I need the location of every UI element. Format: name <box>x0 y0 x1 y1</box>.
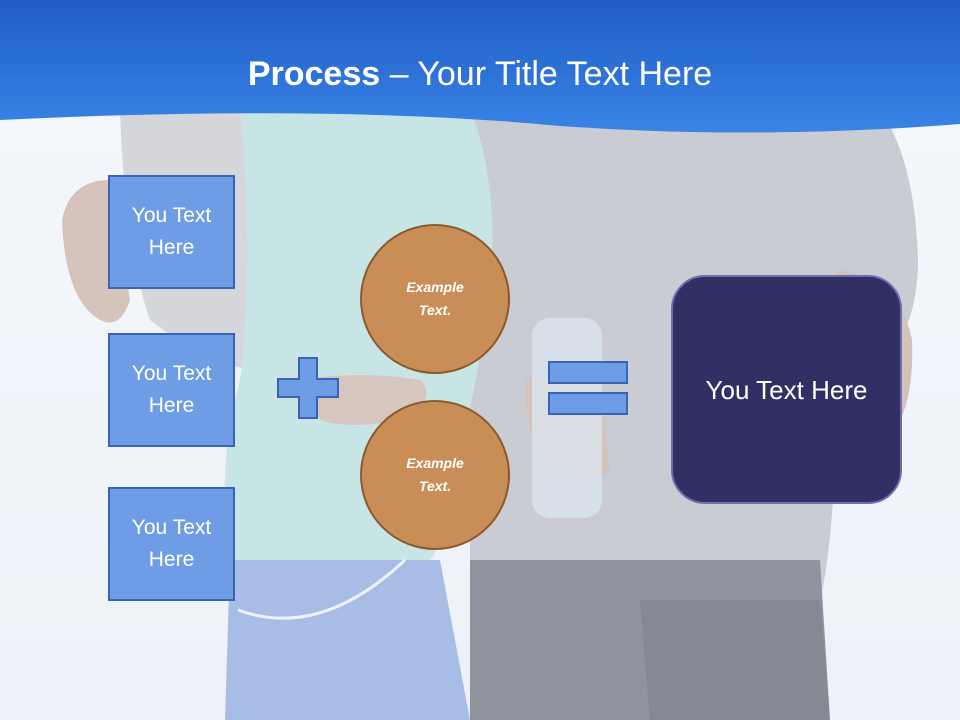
text-box-2[interactable]: You Text Here <box>108 333 235 447</box>
example-circle-1[interactable]: Example Text. <box>360 224 510 374</box>
text-box-3[interactable]: You Text Here <box>108 487 235 601</box>
equals-icon <box>548 361 628 415</box>
text-box-label: You Text Here <box>122 358 222 422</box>
result-label: You Text Here <box>706 373 868 407</box>
title-rest: – Your Title Text Here <box>380 55 712 93</box>
example-circle-2[interactable]: Example Text. <box>360 400 510 550</box>
title-bold: Process <box>248 55 380 93</box>
text-box-label: You Text Here <box>122 512 222 576</box>
page-title: Process – Your Title Text Here <box>0 52 960 96</box>
circle-label: Example Text. <box>395 452 475 498</box>
text-box-label: You Text Here <box>122 200 222 264</box>
text-box-1[interactable]: You Text Here <box>108 175 235 289</box>
result-box[interactable]: You Text Here <box>671 275 902 504</box>
plus-icon <box>277 357 339 419</box>
circle-label: Example Text. <box>395 276 475 322</box>
